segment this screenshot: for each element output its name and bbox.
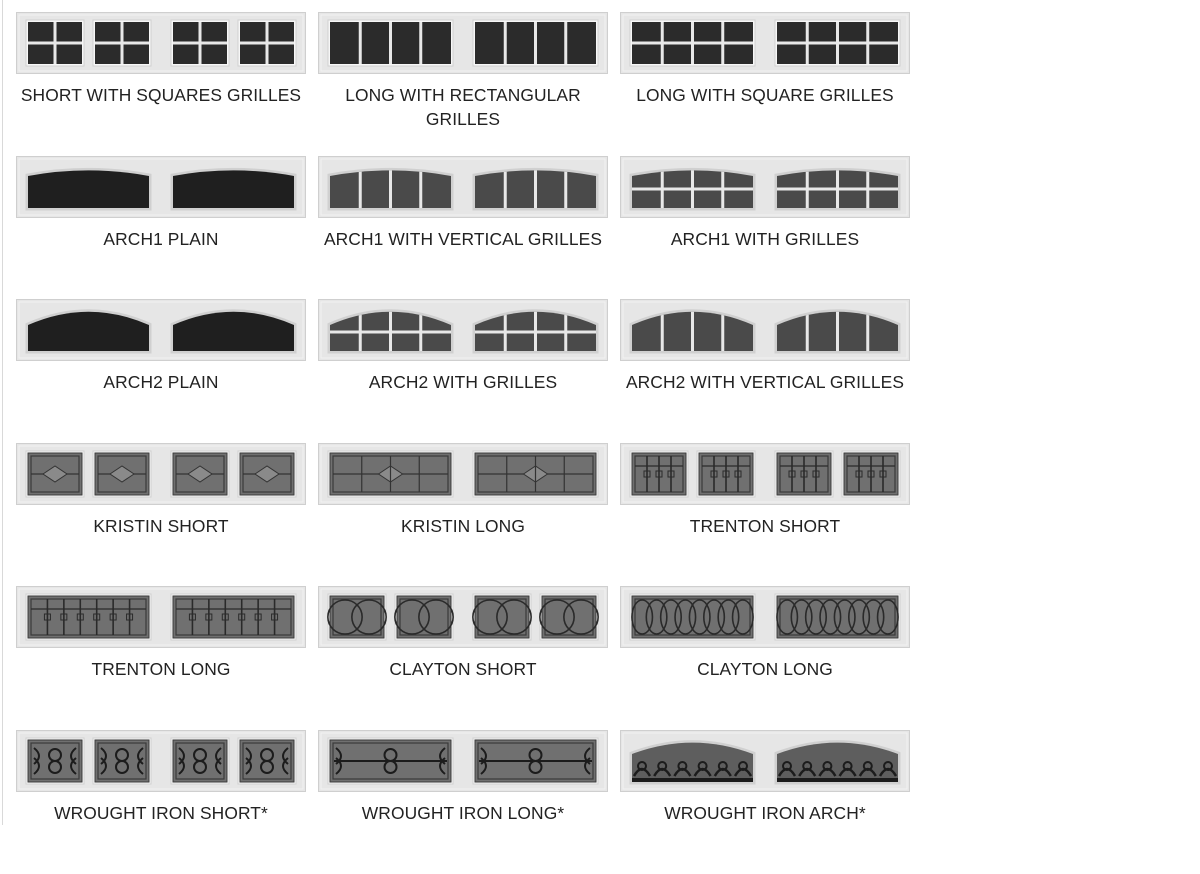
window-option-label: TRENTON LONG bbox=[91, 659, 231, 680]
window-option-clayton-long[interactable]: CLAYTON LONG bbox=[620, 586, 910, 730]
page-left-border bbox=[2, 0, 3, 825]
window-option-label: ARCH2 WITH GRILLES bbox=[368, 372, 558, 393]
window-option-label: LONG WITH SQUARE GRILLES bbox=[636, 85, 894, 105]
window-option-label: ARCH1 PLAIN bbox=[103, 228, 219, 249]
window-thumbnail[interactable] bbox=[318, 586, 608, 649]
window-thumbnail[interactable] bbox=[620, 729, 910, 792]
window-option-arch2-vertical[interactable]: ARCH2 WITH VERTICAL GRILLES bbox=[620, 299, 910, 443]
window-option-wrought-long[interactable]: WROUGHT IRON LONG* bbox=[318, 729, 608, 874]
window-thumbnail[interactable] bbox=[16, 586, 306, 649]
window-thumbnail[interactable] bbox=[620, 442, 910, 505]
window-thumbnail[interactable] bbox=[318, 155, 608, 218]
window-thumbnail[interactable] bbox=[318, 299, 608, 362]
window-option-label: WROUGHT IRON ARCH* bbox=[664, 802, 866, 823]
window-thumbnail[interactable] bbox=[16, 299, 306, 362]
window-thumbnail[interactable] bbox=[620, 586, 910, 649]
window-option-clayton-short[interactable]: CLAYTON SHORT bbox=[318, 586, 608, 730]
window-thumbnail[interactable] bbox=[16, 442, 306, 505]
window-option-label: LONG WITH RECTANGULAR GRILLES bbox=[345, 85, 581, 129]
window-thumbnail[interactable] bbox=[318, 442, 608, 505]
window-option-arch1-grilles[interactable]: ARCH1 WITH GRILLES bbox=[620, 155, 910, 300]
window-options-grid: SHORT WITH SQUARES GRILLES LONG WITH REC… bbox=[16, 12, 910, 874]
window-option-label: KRISTIN SHORT bbox=[93, 515, 229, 536]
window-thumbnail[interactable] bbox=[318, 12, 608, 74]
window-thumbnail[interactable] bbox=[318, 729, 608, 792]
window-option-wrought-short[interactable]: WROUGHT IRON SHORT* bbox=[16, 729, 306, 874]
window-option-label: WROUGHT IRON SHORT* bbox=[54, 802, 268, 823]
window-option-wrought-arch[interactable]: WROUGHT IRON ARCH* bbox=[620, 729, 910, 874]
window-option-label: SHORT WITH SQUARES GRILLES bbox=[20, 85, 302, 105]
window-option-long-rect[interactable]: LONG WITH RECTANGULAR GRILLES bbox=[318, 12, 608, 156]
window-thumbnail[interactable] bbox=[16, 729, 306, 792]
window-option-short-squares[interactable]: SHORT WITH SQUARES GRILLES bbox=[16, 12, 306, 156]
window-option-label: ARCH1 WITH GRILLES bbox=[670, 228, 860, 249]
window-option-label: ARCH2 PLAIN bbox=[103, 372, 219, 393]
window-thumbnail[interactable] bbox=[620, 12, 910, 74]
window-option-kristin-long[interactable]: KRISTIN LONG bbox=[318, 442, 608, 587]
window-option-kristin-short[interactable]: KRISTIN SHORT bbox=[16, 442, 306, 587]
window-option-arch1-plain[interactable]: ARCH1 PLAIN bbox=[16, 155, 306, 300]
window-option-long-square[interactable]: LONG WITH SQUARE GRILLES bbox=[620, 12, 910, 156]
window-option-arch1-vertical[interactable]: ARCH1 WITH VERTICAL GRILLES bbox=[318, 155, 608, 300]
window-option-label: WROUGHT IRON LONG* bbox=[361, 802, 565, 823]
window-option-label: ARCH1 WITH VERTICAL GRILLES bbox=[323, 228, 603, 249]
window-option-label: ARCH2 WITH VERTICAL GRILLES bbox=[625, 372, 905, 393]
window-thumbnail[interactable] bbox=[16, 155, 306, 218]
window-option-label: TRENTON SHORT bbox=[689, 515, 841, 536]
window-options-page: SHORT WITH SQUARES GRILLES LONG WITH REC… bbox=[2, 0, 910, 825]
window-option-trenton-long[interactable]: TRENTON LONG bbox=[16, 586, 306, 730]
window-thumbnail[interactable] bbox=[620, 155, 910, 218]
window-option-label: KRISTIN LONG bbox=[401, 515, 525, 536]
window-option-trenton-short[interactable]: TRENTON SHORT bbox=[620, 442, 910, 587]
window-option-label: CLAYTON SHORT bbox=[389, 659, 537, 680]
window-option-arch2-grilles[interactable]: ARCH2 WITH GRILLES bbox=[318, 299, 608, 443]
window-option-arch2-plain[interactable]: ARCH2 PLAIN bbox=[16, 299, 306, 443]
window-option-label: CLAYTON LONG bbox=[697, 659, 833, 680]
window-thumbnail[interactable] bbox=[620, 299, 910, 362]
window-thumbnail[interactable] bbox=[16, 12, 306, 74]
